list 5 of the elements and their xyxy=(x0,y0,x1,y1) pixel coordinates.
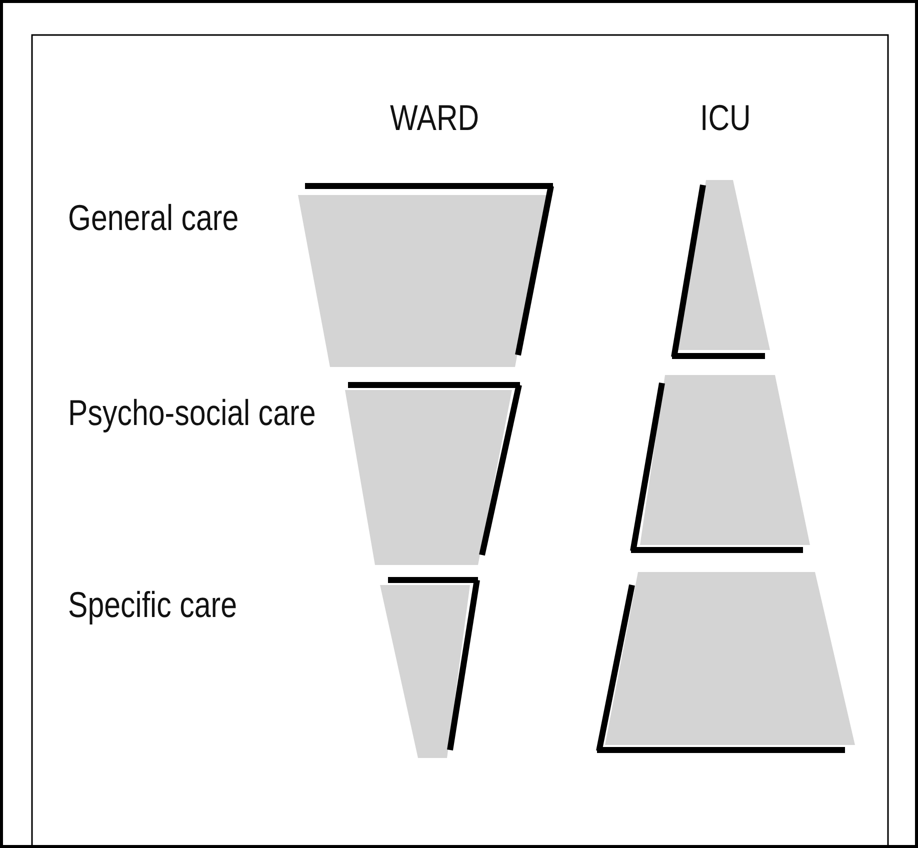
column-heading: ICU xyxy=(700,100,751,136)
row-label: Psycho-social care xyxy=(68,395,316,431)
row-label: General care xyxy=(68,200,239,236)
column-heading: WARD xyxy=(390,100,480,136)
row-label: Specific care xyxy=(68,587,237,623)
